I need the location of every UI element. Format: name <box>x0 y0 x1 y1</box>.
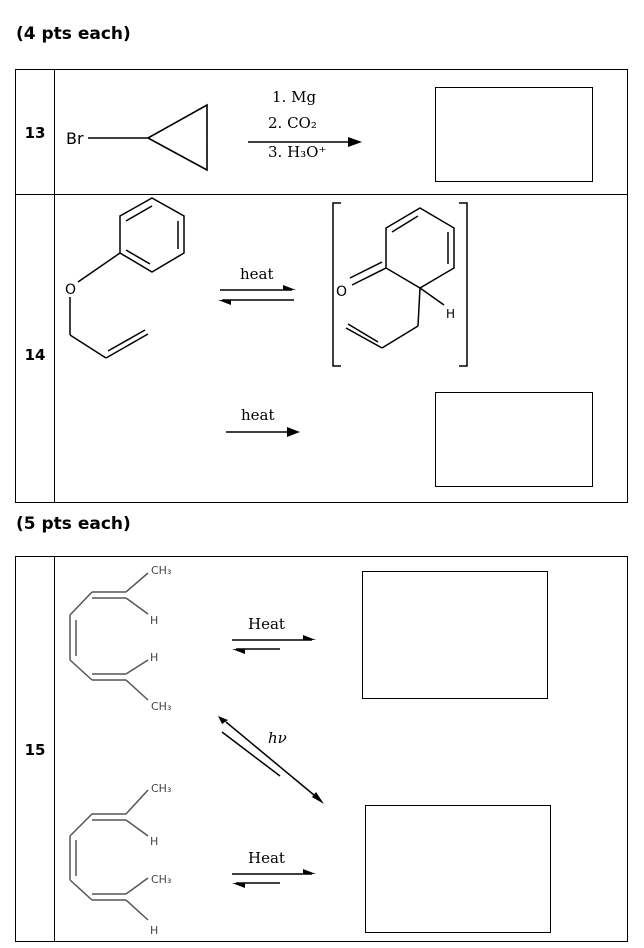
allyl-phenyl-ether <box>69 197 185 359</box>
condition-heat-second: heat <box>241 406 275 424</box>
answer-box-14[interactable] <box>435 392 593 487</box>
hydrogen-label-top-2: H <box>150 651 158 664</box>
methyl-label-bottom-1: CH₃ <box>151 782 171 795</box>
bromine-label: Br <box>66 129 84 148</box>
reaction-arrow-14 <box>226 427 300 437</box>
equilibrium-arrow-14 <box>218 285 296 305</box>
photochemical-arrow <box>218 716 324 804</box>
condition-heat-top: Heat <box>248 615 285 633</box>
intermediate-brackets <box>332 202 468 367</box>
question-number-15: 15 <box>24 741 46 759</box>
carbonyl-oxygen-label: O <box>336 284 347 300</box>
cyclohexadienone-intermediate <box>345 207 455 349</box>
question-number-13: 13 <box>24 124 46 142</box>
reagent-step-1: 1. Mg <box>272 88 317 106</box>
answer-box-15-top[interactable] <box>362 571 548 699</box>
equilibrium-arrow-15-bottom <box>232 869 316 888</box>
section-heading-4pts: (4 pts each) <box>16 24 131 44</box>
condition-heat-bottom: Heat <box>248 849 285 867</box>
section-heading-5pts: (5 pts each) <box>16 514 131 534</box>
tetraene-top <box>69 572 149 701</box>
answer-box-15-bottom[interactable] <box>365 805 551 933</box>
number-column <box>16 557 55 941</box>
hydrogen-label-bottom-1: H <box>150 835 158 848</box>
hydrogen-label-bottom-2: H <box>150 924 158 937</box>
row-divider <box>16 194 627 195</box>
equilibrium-arrow-15-top <box>232 635 316 654</box>
condition-photochemical: hν <box>268 729 287 747</box>
methyl-label-bottom-2: CH₃ <box>151 873 171 886</box>
question-table-2: 15 Heat Heat hν <box>15 556 628 942</box>
answer-box-13[interactable] <box>435 87 593 182</box>
reagent-step-3: 3. H₃O⁺ <box>268 143 327 161</box>
ether-oxygen-label: O <box>65 282 76 298</box>
methyl-label-top-2: CH₃ <box>151 700 171 713</box>
question-number-14: 14 <box>24 346 46 364</box>
tetraene-bottom <box>69 789 149 921</box>
question-table-1: 13 14 1. Mg 2. CO₂ 3. H₃O⁺ heat heat <box>15 69 628 503</box>
reaction-arrow-13 <box>248 137 362 147</box>
alpha-hydrogen-label: H <box>446 307 455 321</box>
number-column <box>16 70 55 502</box>
cyclopropane-ring <box>146 103 208 172</box>
condition-heat-equilibrium: heat <box>240 265 274 283</box>
hydrogen-label-top-1: H <box>150 614 158 627</box>
reagent-step-2: 2. CO₂ <box>268 114 317 132</box>
methyl-label-top-1: CH₃ <box>151 564 171 577</box>
